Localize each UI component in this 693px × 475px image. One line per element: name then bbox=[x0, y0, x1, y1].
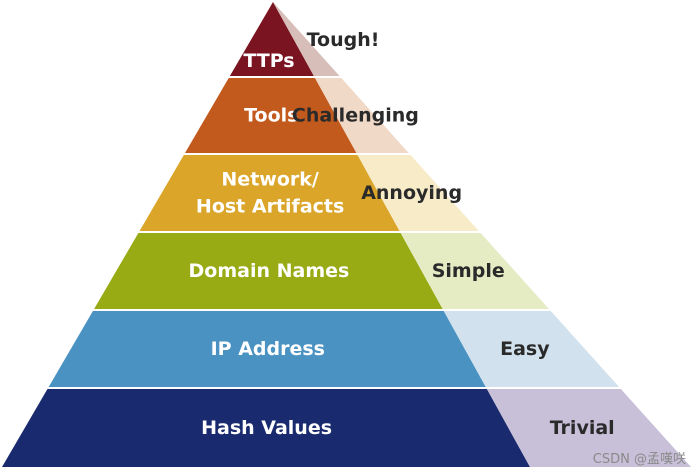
level-label-domain-names: Domain Names bbox=[189, 260, 350, 282]
watermark-text: CSDN @孟嘆咲 bbox=[593, 451, 686, 467]
pyramid-band-left-ip-address bbox=[48, 311, 486, 387]
pyramid-band-right-hash-values bbox=[486, 389, 691, 467]
level-label-ip-address: IP Address bbox=[211, 338, 325, 360]
level-label-hash-values: Hash Values bbox=[201, 417, 332, 439]
pyramid-band-right-domain-names bbox=[400, 233, 549, 309]
pyramid-band-right-ttps bbox=[273, 2, 340, 76]
difficulty-label-tools: Challenging bbox=[292, 105, 419, 127]
level-label-tools: Tools bbox=[244, 105, 298, 127]
pyramid-band-right-tools bbox=[315, 78, 409, 153]
level-label-network-host-artifacts-line-1: Network/ bbox=[221, 169, 318, 191]
difficulty-label-hash-values: Trivial bbox=[550, 417, 615, 439]
difficulty-label-ttps: Tough! bbox=[307, 29, 380, 51]
pyramid-band-left-tools bbox=[184, 78, 357, 153]
difficulty-label-domain-names: Simple bbox=[432, 260, 505, 282]
pyramid-band-left-network-host-artifacts bbox=[139, 155, 400, 231]
level-label-network-host-artifacts-line-2: Host Artifacts bbox=[196, 196, 344, 218]
difficulty-label-network-host-artifacts: Annoying bbox=[361, 182, 462, 204]
difficulty-label-ip-address: Easy bbox=[500, 338, 550, 360]
level-label-ttps: TTPs bbox=[243, 50, 294, 72]
pyramid-band-right-ip-address bbox=[443, 311, 620, 387]
pyramid-band-left-hash-values bbox=[2, 389, 530, 467]
pyramid-band-right-network-host-artifacts bbox=[357, 155, 479, 231]
pyramid-band-left-domain-names bbox=[94, 233, 443, 309]
pyramid-band-left-ttps bbox=[229, 2, 314, 76]
